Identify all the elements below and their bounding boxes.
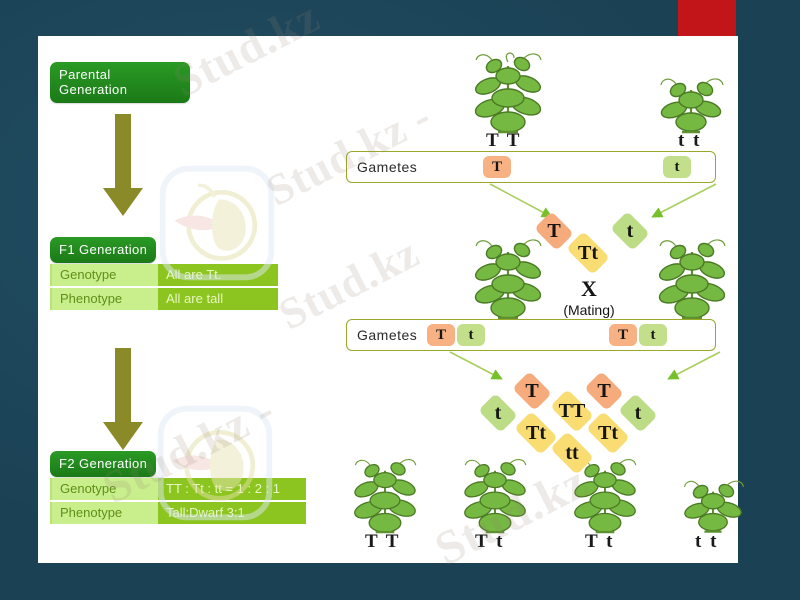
f2-genotype-label-4: t t: [695, 531, 719, 552]
f2-info-table: Genotype TT : Tt : tt = 1 : 2 : 1 Phenot…: [50, 476, 306, 526]
gametes-label: Gametes: [357, 159, 418, 175]
gametes-label: Gametes: [357, 327, 418, 343]
gamete-chip-t-left: t: [457, 324, 485, 346]
plant-f2-2-Tt: [464, 459, 527, 534]
f2-diamond-Tt-1: Tt: [510, 416, 562, 450]
f2-diamond-t-1: t: [476, 396, 520, 430]
f2-diamond-T-1: T: [510, 374, 554, 408]
connector-arrows-to-f2: [449, 351, 721, 380]
f1-phenotype-value: All are tall: [158, 288, 278, 310]
table-row: Genotype TT : Tt : tt = 1 : 2 : 1: [50, 478, 306, 500]
plant-f1-left-Tt: [474, 239, 542, 320]
down-arrow-parental-to-f1: [103, 114, 143, 216]
table-row: Phenotype All are tall: [50, 288, 278, 310]
f2-diamond-TT: TT: [546, 394, 598, 428]
plant-f2-1-TT: [354, 459, 417, 534]
gamete-chip-t: t: [663, 156, 691, 178]
f1-genotype-value: All are Tt.: [158, 264, 278, 286]
f1-diamond-T: T: [532, 214, 576, 248]
f2-diamond-tt: tt: [546, 436, 598, 470]
f2-diamond-t-2: t: [616, 396, 660, 430]
plant-dwarf-tt: [660, 78, 724, 134]
table-row: Phenotype Tall:Dwarf 3:1: [50, 502, 306, 524]
f2-phenotype-key: Phenotype: [50, 502, 158, 524]
f2-genotype-label-1: T T: [365, 531, 401, 552]
f1-diamond-t: t: [608, 214, 652, 248]
mating-symbol-group: X (Mating): [544, 276, 634, 318]
gamete-chip-t-right: t: [639, 324, 667, 346]
f2-genotype-label-3: T t: [585, 531, 615, 552]
f2-genotype-value: TT : Tt : tt = 1 : 2 : 1: [158, 478, 306, 500]
red-accent-bar: [678, 0, 736, 36]
diagram-whiteboard: Stud.kz Stud.kz - Stud.kz Stud.kz - Stud…: [38, 0, 745, 576]
mating-label: (Mating): [563, 302, 615, 318]
gametes-bar-parental: Gametes T t: [346, 151, 716, 183]
f2-genotype-label-2: T t: [475, 531, 505, 552]
down-arrow-f1-to-f2: [103, 348, 143, 450]
parental-generation-tag: Parental Generation: [50, 62, 190, 103]
gamete-chip-T: T: [483, 156, 511, 178]
cross-symbol: X: [581, 276, 597, 301]
f2-generation-tag: F2 Generation: [50, 451, 157, 477]
plant-tall-TT: [474, 52, 542, 134]
f2-phenotype-value: Tall:Dwarf 3:1: [158, 502, 306, 524]
gametes-bar-f1: Gametes T t T t: [346, 319, 716, 351]
f2-diamond-T-2: T: [582, 374, 626, 408]
f2-genotype-key: Genotype: [50, 478, 158, 500]
plant-f2-3-Tt: [574, 459, 637, 534]
f1-genotype-key: Genotype: [50, 264, 158, 286]
f1-phenotype-key: Phenotype: [50, 288, 158, 310]
parental-genotype-label-left: T T: [486, 130, 522, 151]
gamete-chip-T-left: T: [427, 324, 455, 346]
f1-diamond-Tt: Tt: [562, 236, 614, 270]
gamete-chip-T-right: T: [609, 324, 637, 346]
table-row: Genotype All are Tt.: [50, 264, 278, 286]
connector-arrows-to-f1: [489, 183, 717, 218]
parental-genotype-label-right: t t: [678, 130, 702, 151]
plant-f1-right-Tt: [658, 239, 726, 320]
plant-f2-4-tt: [683, 480, 745, 533]
f1-generation-tag: F1 Generation: [50, 237, 157, 263]
f1-info-table: Genotype All are Tt. Phenotype All are t…: [50, 262, 278, 312]
f2-diamond-Tt-2: Tt: [582, 416, 634, 450]
